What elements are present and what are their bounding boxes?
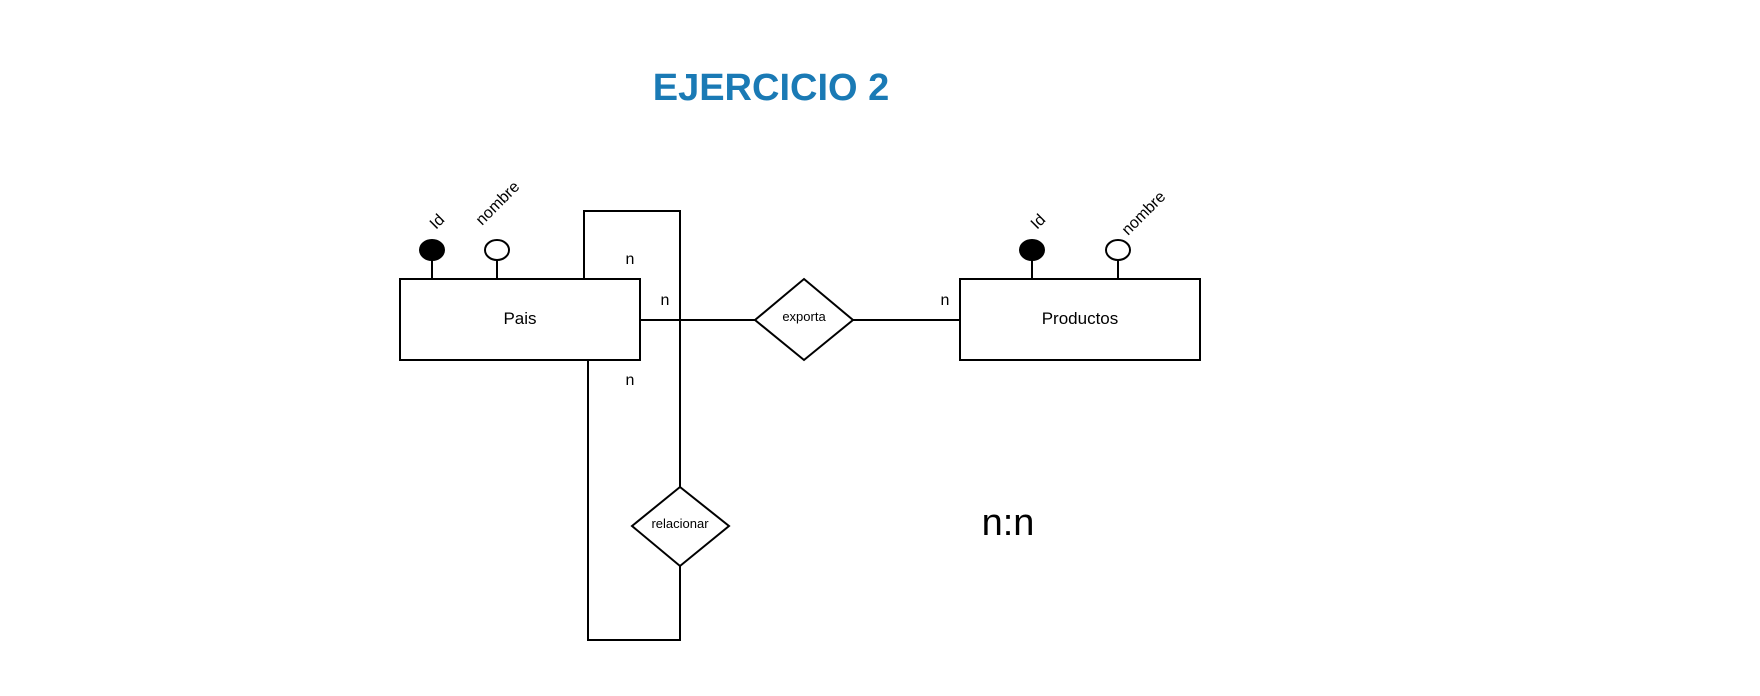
ratio-label: n:n <box>982 502 1035 544</box>
cardinality-pais-exporta: n <box>661 292 670 309</box>
productos-nombre-attribute[interactable] <box>1105 239 1131 261</box>
entity-productos-label: Productos <box>1042 309 1119 328</box>
relationship-exporta-label: exporta <box>782 309 826 324</box>
cardinality-relacionar-bottom: n <box>626 372 635 389</box>
entity-productos-box <box>959 278 1201 361</box>
relationship-relacionar-label: relacionar <box>651 516 709 531</box>
relationship-relacionar[interactable]: relacionar <box>630 485 731 568</box>
entity-productos[interactable]: Productos <box>959 278 1201 361</box>
entity-pais-label: Pais <box>503 309 536 328</box>
entity-pais[interactable]: Pais <box>399 278 641 361</box>
relationship-exporta-diamond <box>753 277 855 362</box>
cardinality-relacionar-top: n <box>626 251 635 268</box>
diagram-title: EJERCICIO 2 <box>653 67 890 109</box>
relacionar-connectors <box>583 210 681 641</box>
pais-nombre-label: nombre <box>473 178 523 228</box>
pais-nombre-attribute[interactable] <box>484 239 510 261</box>
relationship-exporta[interactable]: exporta <box>753 277 855 362</box>
entity-pais-box <box>399 278 641 361</box>
cardinality-productos-exporta: n <box>941 292 950 309</box>
pais-id-label: Id <box>427 211 448 232</box>
relationship-relacionar-diamond <box>630 485 731 568</box>
productos-nombre-label: nombre <box>1119 188 1169 238</box>
productos-id-label: Id <box>1028 211 1049 232</box>
productos-id-key-attribute[interactable] <box>1019 239 1045 261</box>
pais-id-key-attribute[interactable] <box>419 239 445 261</box>
